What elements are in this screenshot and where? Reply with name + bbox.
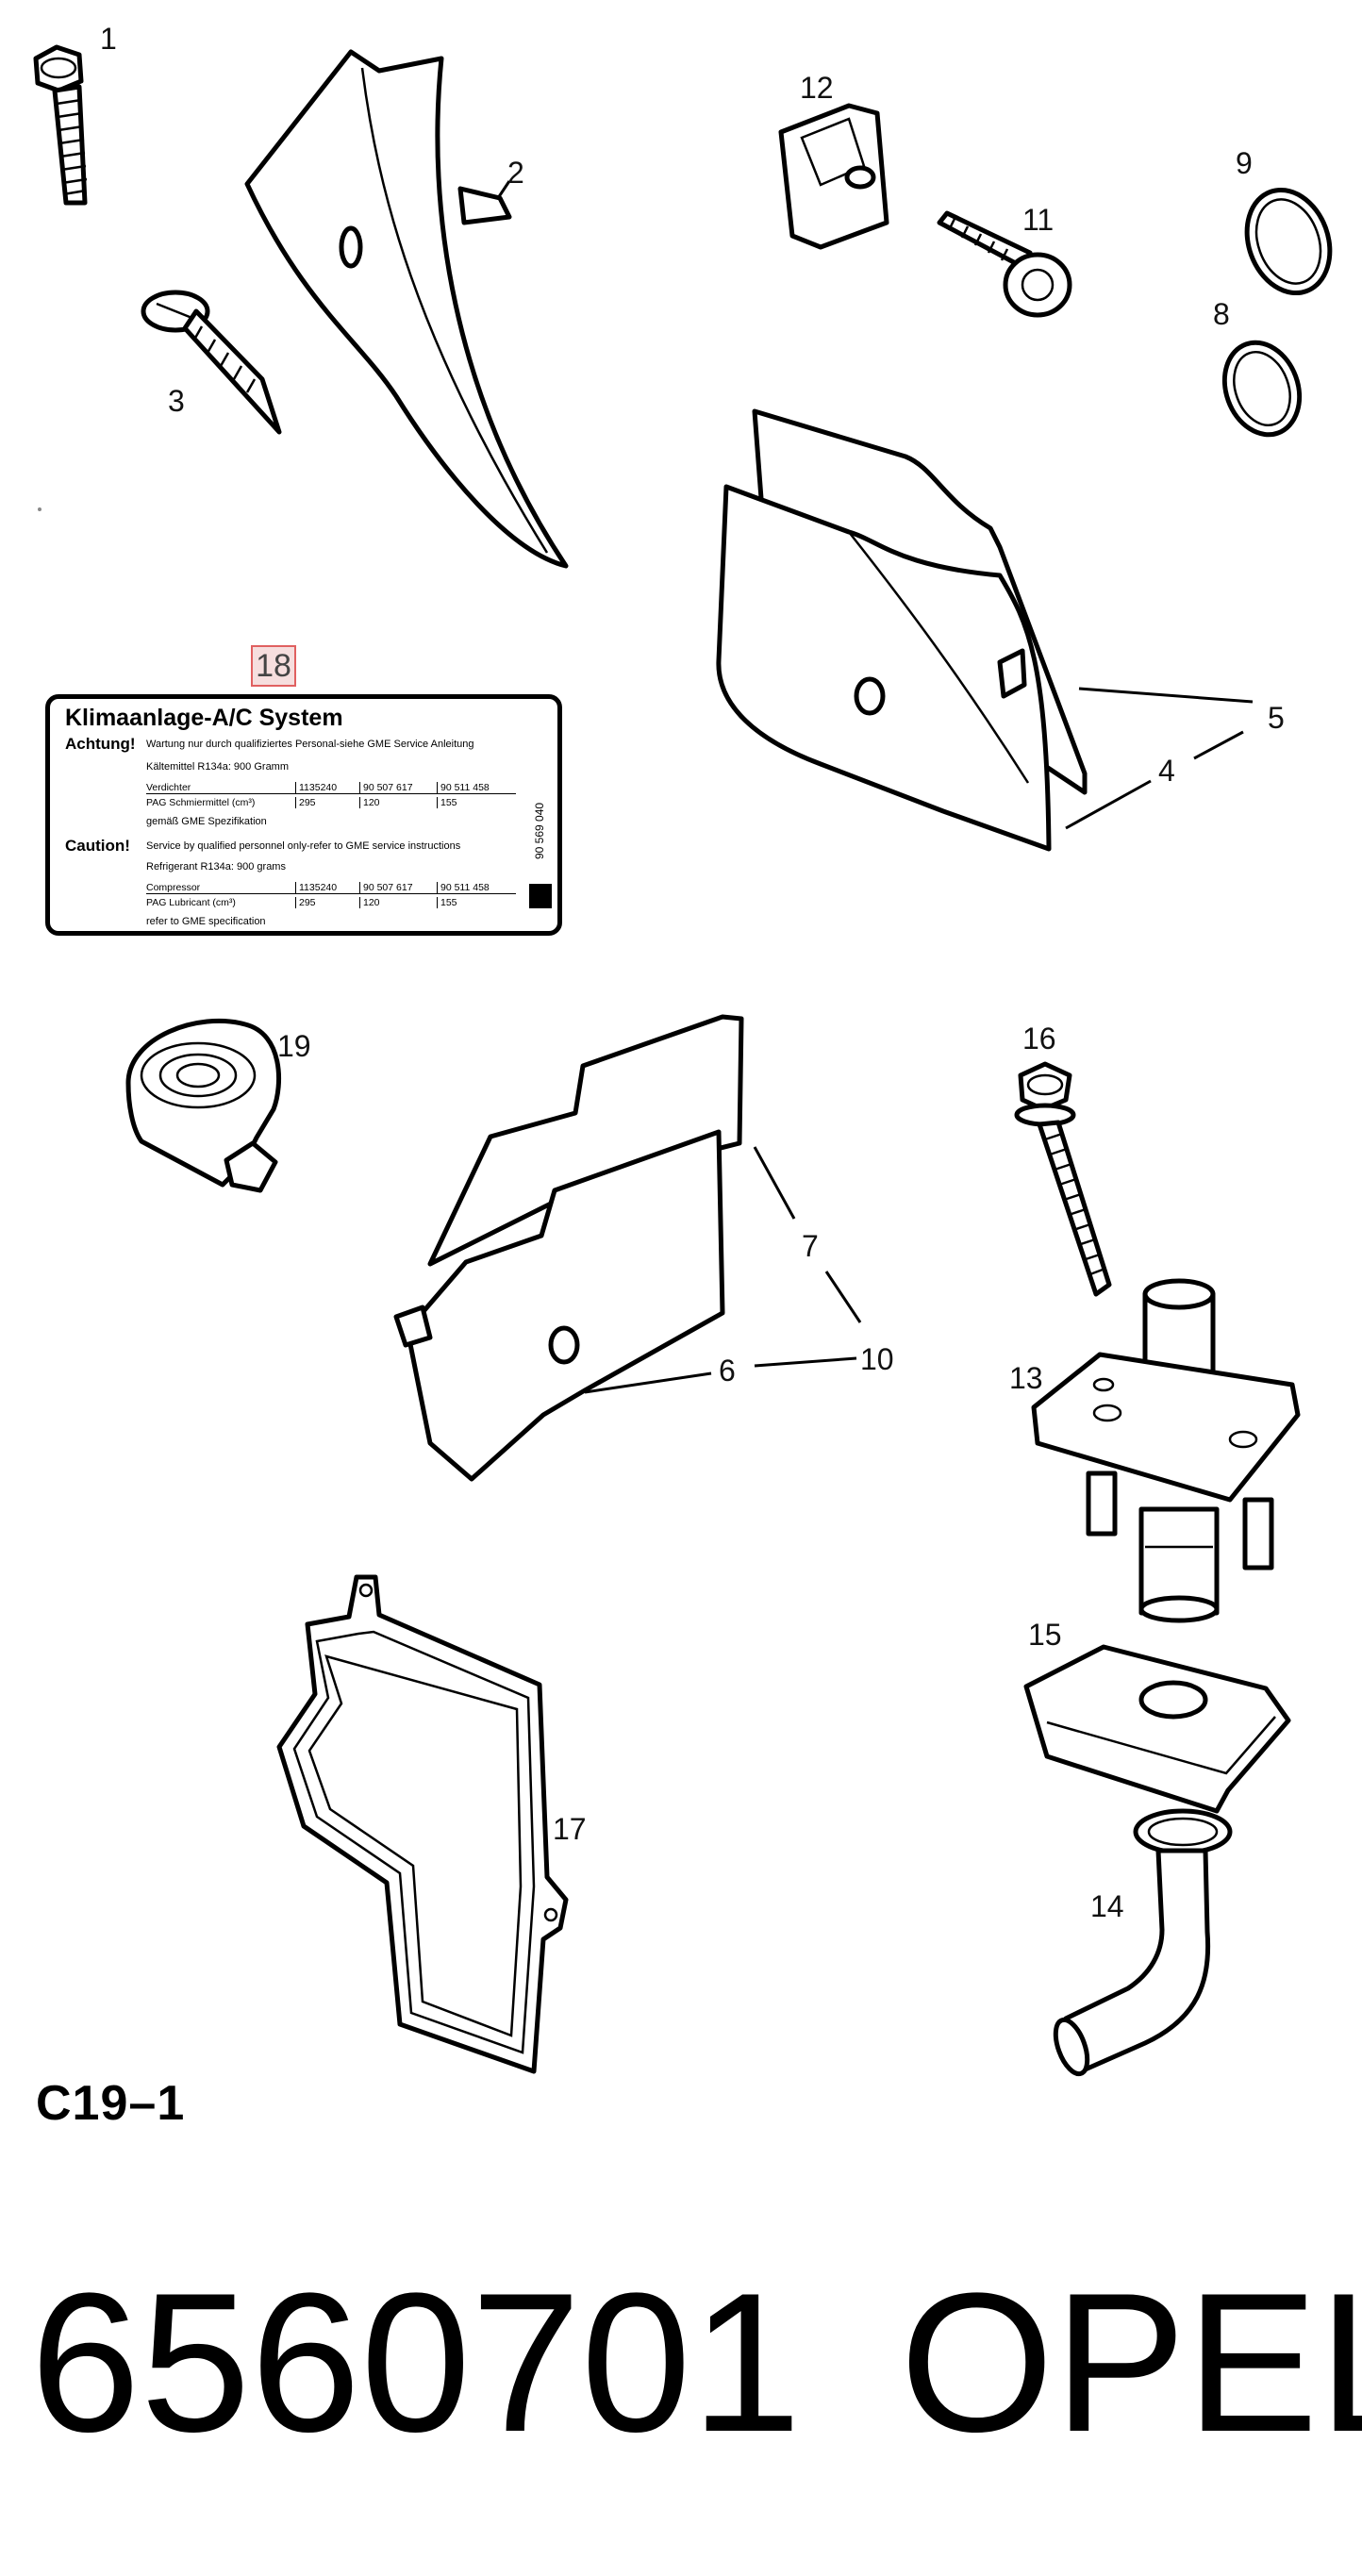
callout-9: 9 (1236, 146, 1253, 180)
label-caution-text: Service by qualified personnel only-refe… (146, 840, 461, 852)
callout-18-highlighted[interactable]: 18 (251, 645, 296, 687)
label-en-spec: refer to GME specification (146, 916, 266, 927)
callout-8: 8 (1213, 297, 1230, 331)
part-7-plate (427, 1014, 744, 1267)
part-18-ac-system-label: Klimaanlage-A/C System Achtung! Wartung … (45, 694, 562, 936)
callout-11: 11 (1022, 203, 1054, 237)
part-1-hex-bolt (33, 44, 88, 206)
label-refrigerant: Refrigerant R134a: 900 grams (146, 861, 286, 873)
gm-logo-icon (529, 884, 552, 908)
part-6-plate (393, 1129, 725, 1482)
label-caution-heading: Caution! (65, 837, 130, 855)
callout-7: 7 (802, 1229, 819, 1263)
part-12-clip (778, 103, 889, 250)
callout-3: 3 (168, 384, 185, 418)
callout-16: 16 (1022, 1022, 1056, 1055)
callout-10: 10 (860, 1342, 894, 1376)
label-achtung-text: Wartung nur durch qualifiziertes Persona… (146, 739, 474, 750)
label-de-spec: gemäß GME Spezifikation (146, 816, 267, 827)
artifact-dot (38, 507, 42, 511)
callout-6: 6 (719, 1354, 736, 1388)
callout-19: 19 (277, 1029, 311, 1063)
callout-15: 15 (1028, 1618, 1062, 1652)
callout-14: 14 (1090, 1889, 1124, 1923)
part-9-o-ring (1244, 187, 1333, 296)
callout-12: 12 (800, 71, 834, 105)
callout-4: 4 (1158, 754, 1175, 788)
callout-17: 17 (553, 1812, 587, 1846)
part-4-cover-plate (716, 484, 1052, 852)
label-side-number: 90 569 040 (533, 802, 546, 859)
part-11-screw-washer (937, 210, 1072, 318)
part-2-deflector-panel (244, 49, 569, 569)
part-19-tape-roll (125, 1019, 282, 1193)
part-13-fitting-assembly (1031, 1278, 1301, 1623)
callout-1: 1 (100, 22, 117, 56)
part-14-bent-pipe (1053, 1808, 1233, 2077)
brand-name: OPEL (900, 2252, 1362, 2473)
label-title: Klimaanlage-A/C System (65, 705, 343, 731)
label-achtung-heading: Achtung! (65, 735, 136, 753)
part-8-o-ring (1221, 340, 1303, 438)
part-number: 6560701 (30, 2252, 802, 2473)
part-15-flange (1023, 1644, 1291, 1814)
label-kaeltemittel: Kältemittel R134a: 900 Gramm (146, 761, 290, 773)
callout-2: 2 (507, 156, 524, 190)
callout-5: 5 (1268, 701, 1285, 735)
callout-13: 13 (1009, 1361, 1043, 1395)
part-3-screw (141, 290, 282, 435)
figure-id: C19–1 (36, 2076, 186, 2131)
part-16-long-screw (1014, 1061, 1112, 1297)
part-17-gasket (276, 1574, 569, 2074)
